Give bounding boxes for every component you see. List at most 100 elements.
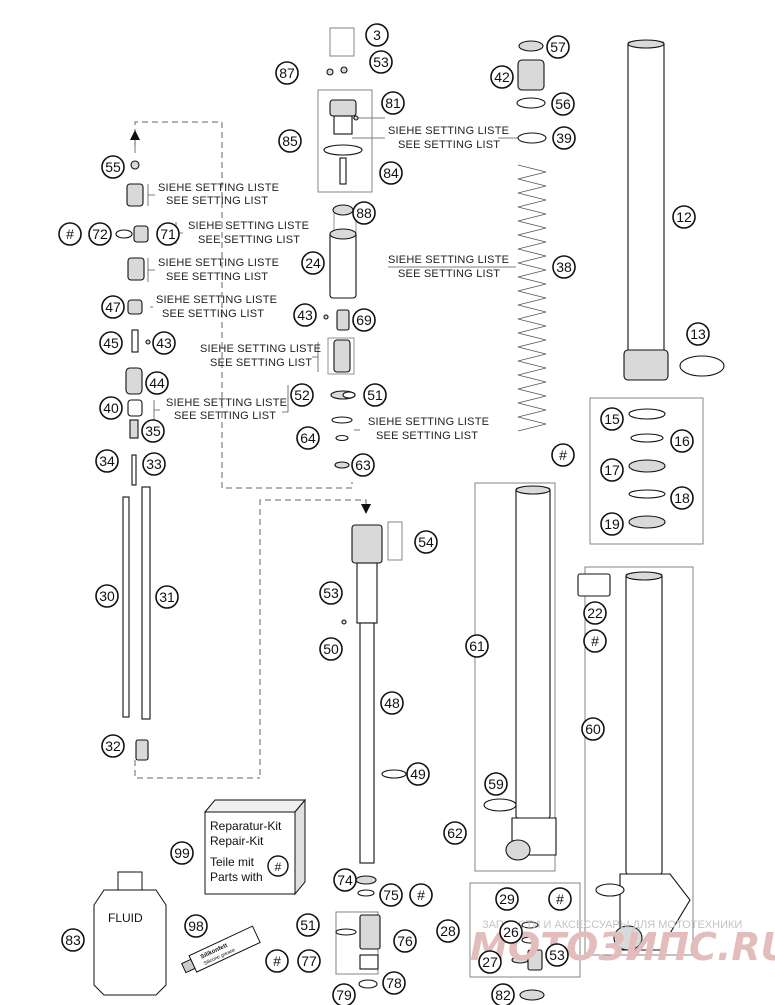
svg-text:15: 15 [604,411,620,427]
svg-text:42: 42 [494,69,510,85]
callout-83: 83 [61,928,85,952]
callout-77: 77 [297,949,321,973]
callout-72-hash: # [58,222,82,246]
callout-99: 99 [170,841,194,865]
callout-26: 26 [499,920,523,944]
svg-text:76: 76 [397,933,413,949]
callout-82: 82 [491,983,515,1005]
svg-text:#: # [273,953,281,969]
callout-29-hash: # [548,887,572,911]
note-en: SEE SETTING LIST [398,268,500,280]
svg-text:56: 56 [555,96,571,112]
note-en: SEE SETTING LIST [166,271,268,283]
svg-text:53: 53 [549,947,565,963]
svg-text:44: 44 [149,375,165,391]
callout-88: 88 [352,201,376,225]
callout-18: 18 [670,486,694,510]
svg-text:40: 40 [103,400,119,416]
callout-55: 55 [101,155,125,179]
svg-text:43: 43 [297,307,313,323]
svg-text:#: # [559,447,567,463]
svg-text:45: 45 [103,335,119,351]
callout-43: 43 [152,331,176,355]
svg-text:69: 69 [356,312,372,328]
callout-27: 27 [478,950,502,974]
callout-30: 30 [95,584,119,608]
svg-text:47: 47 [105,299,121,315]
callout-54: 54 [414,530,438,554]
callouts: 3 87 53 81 85 84 88 24 43 69 52 51 64 63… [58,23,710,1005]
callout-49: 49 [406,762,430,786]
svg-text:98: 98 [188,918,204,934]
callout-63: 63 [351,453,375,477]
svg-text:57: 57 [550,39,566,55]
callout-76: 76 [393,929,417,953]
svg-text:55: 55 [105,159,121,175]
kit-line2: Repair-Kit [210,834,264,848]
callout-51: 51 [363,383,387,407]
callout-56: 56 [551,92,575,116]
callout-53c: 53 [545,943,569,967]
svg-text:49: 49 [410,766,426,782]
note-de: SIEHE SETTING LISTE [200,343,321,355]
callout-32: 32 [101,734,125,758]
note-de: SIEHE SETTING LISTE [158,182,279,194]
setting-labels: SIEHE SETTING LISTE SEE SETTING LIST SIE… [156,125,509,442]
callout-71: 71 [156,222,180,246]
svg-text:82: 82 [495,987,511,1003]
center-cartridge [323,204,407,989]
inner-tube [623,39,725,381]
note-de: SIEHE SETTING LISTE [158,257,279,269]
note-de: SIEHE SETTING LISTE [388,125,509,137]
note-en: SEE SETTING LIST [376,430,478,442]
arrow-up-icon [130,130,140,140]
callout-28: 28 [436,919,460,943]
kit-hash: # [275,860,282,874]
callout-3: 3 [365,23,389,47]
svg-text:79: 79 [336,987,352,1003]
setting-brackets [147,117,520,431]
svg-text:#: # [556,891,564,907]
axle-clamp [511,921,545,1001]
callout-52: 52 [290,383,314,407]
svg-text:3: 3 [373,27,381,43]
svg-text:28: 28 [440,923,456,939]
svg-text:78: 78 [386,975,402,991]
callout-57: 57 [546,35,570,59]
callout-35: 35 [141,419,165,443]
callout-53: 53 [319,581,343,605]
svg-text:52: 52 [294,387,310,403]
seal-tool-icon [387,521,403,561]
callout-85: 85 [278,129,302,153]
callout-78: 78 [382,971,406,995]
svg-text:17: 17 [604,462,620,478]
note-de: SIEHE SETTING LISTE [188,220,309,232]
fork-spring [516,40,547,432]
svg-text:13: 13 [690,326,706,342]
note-en: SEE SETTING LIST [210,357,312,369]
svg-text:99: 99 [174,845,190,861]
note-de: SIEHE SETTING LISTE [156,294,277,306]
svg-text:18: 18 [674,490,690,506]
svg-text:84: 84 [383,165,399,181]
kit-line4: Parts with [210,870,263,884]
callout-13: 13 [686,322,710,346]
callout-16: 16 [670,429,694,453]
callout-43: 43 [293,303,317,327]
callout-40: 40 [99,396,123,420]
svg-text:32: 32 [105,738,121,754]
svg-text:64: 64 [300,430,316,446]
svg-text:34: 34 [99,453,115,469]
svg-text:19: 19 [604,516,620,532]
callout-75-hash: # [409,883,433,907]
callout-33: 33 [142,452,166,476]
callout-24: 24 [301,251,325,275]
callout-61: 61 [465,634,489,658]
callout-34: 34 [95,449,119,473]
callout-48: 48 [380,691,404,715]
callout-53: 53 [369,50,393,74]
svg-text:12: 12 [676,209,692,225]
bolt-plate-icon [329,27,355,57]
callout-15: 15 [600,407,624,431]
callout-64: 64 [296,426,320,450]
